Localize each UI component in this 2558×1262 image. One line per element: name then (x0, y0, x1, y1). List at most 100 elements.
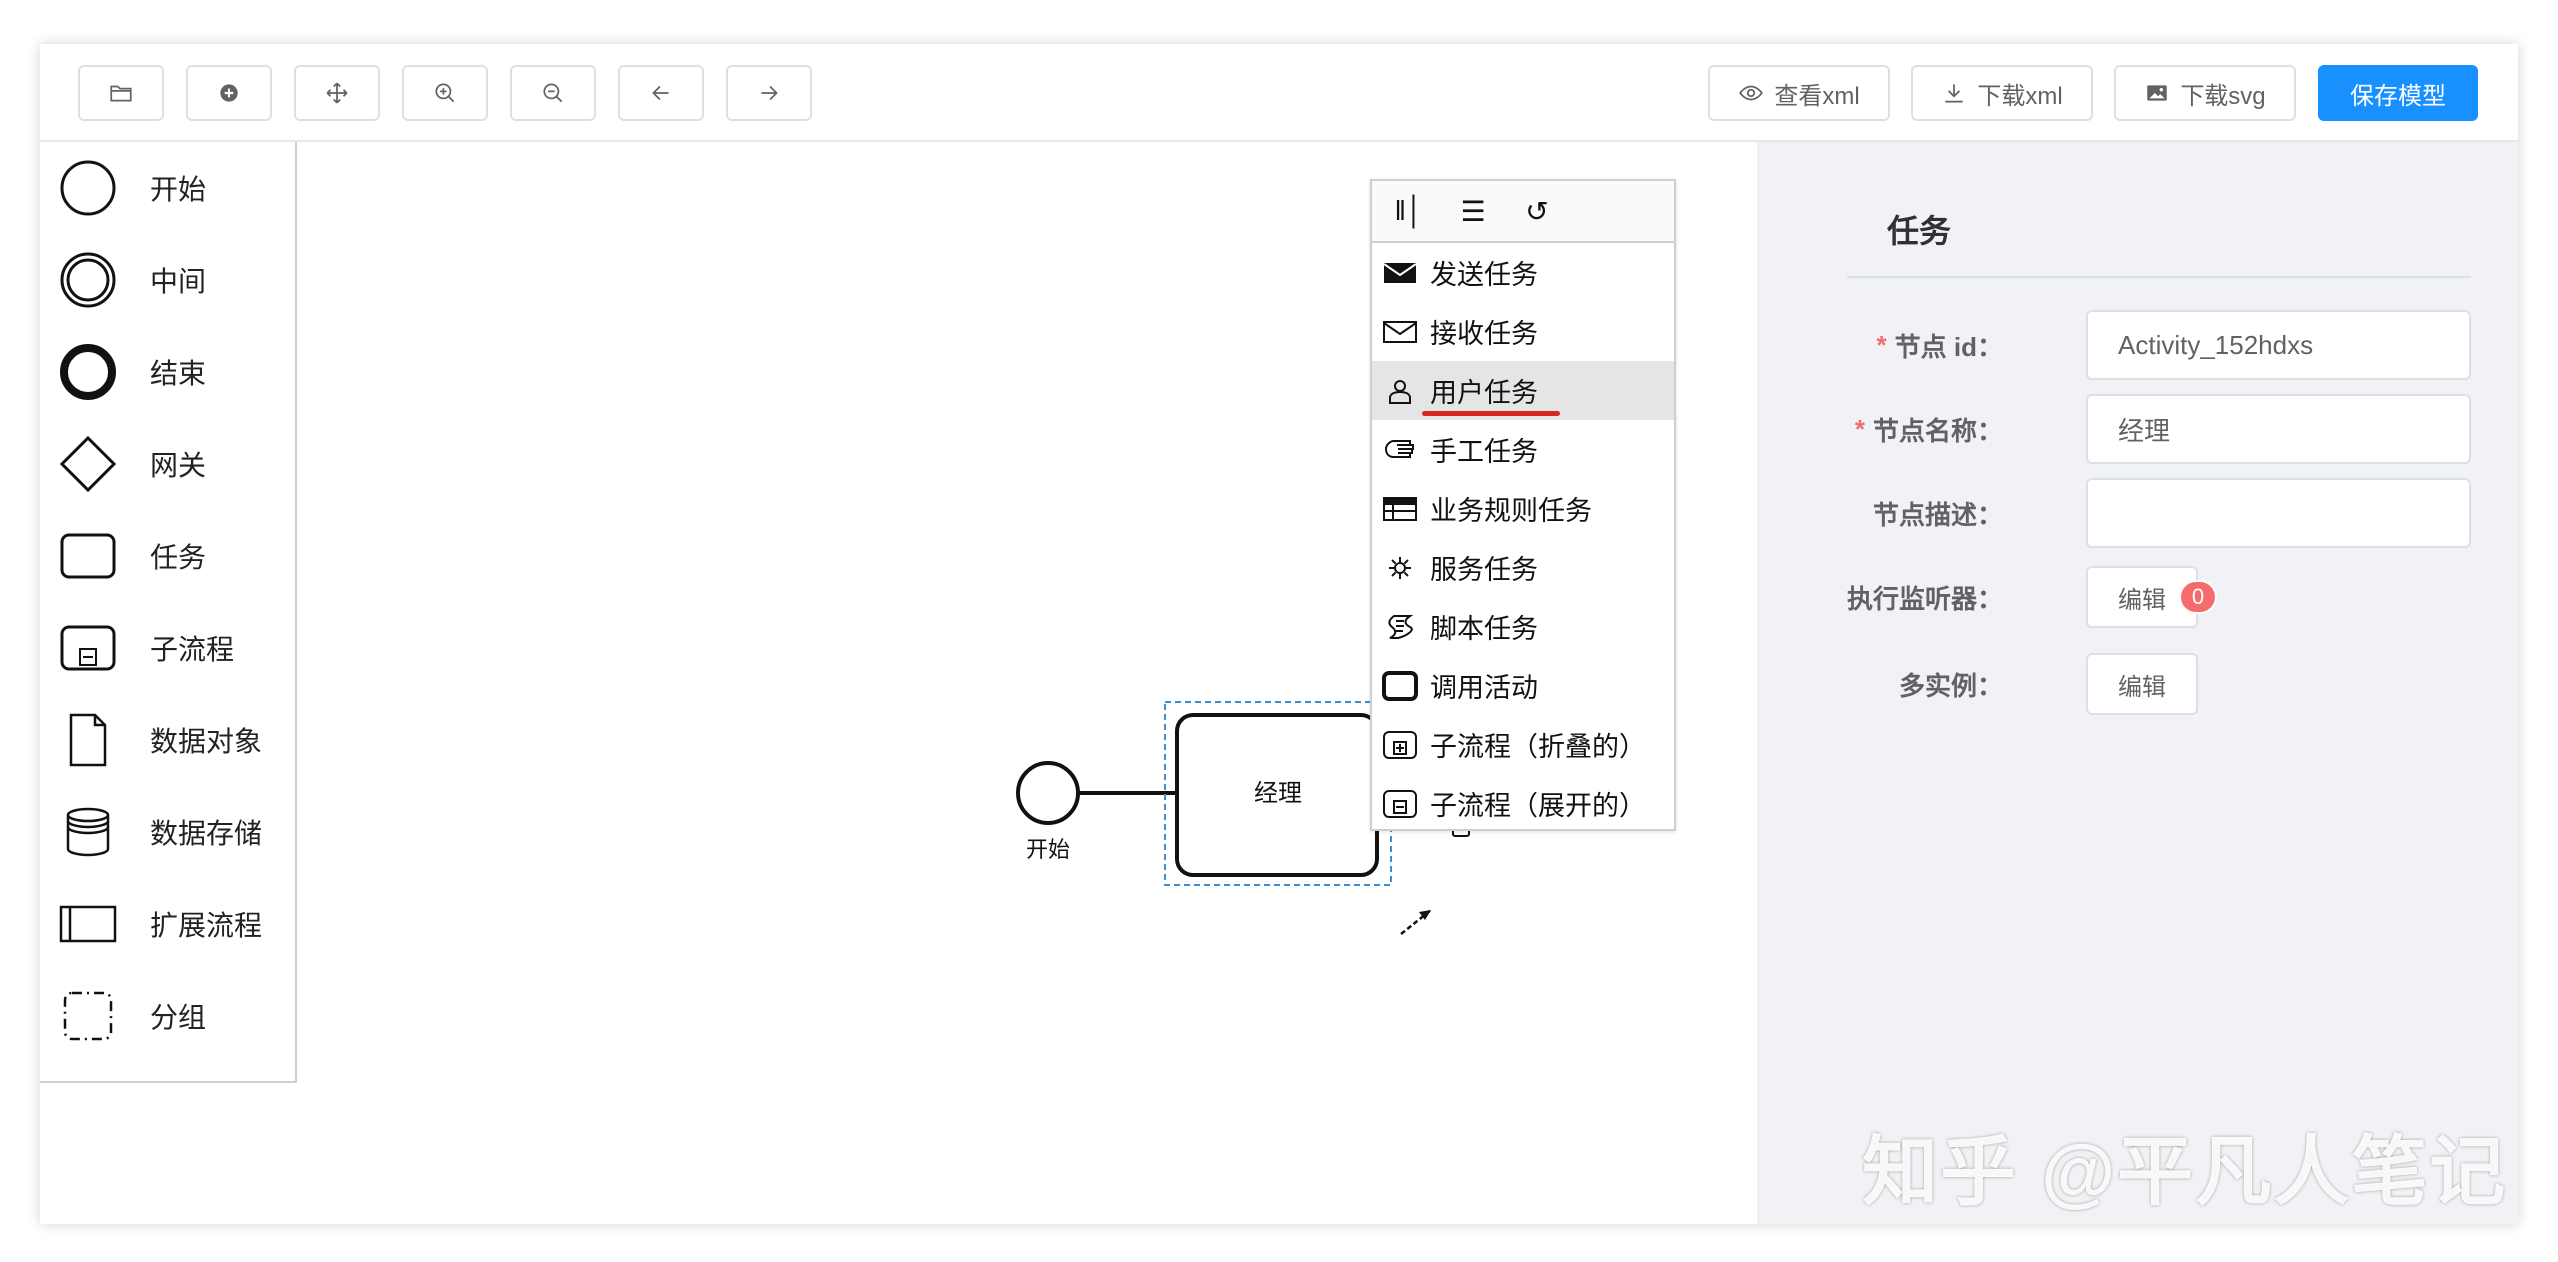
user-task-icon (1389, 379, 1411, 404)
download-svg-label: 下载svg (2180, 82, 2266, 110)
multi-instance-label: 多实例： (1898, 670, 2003, 701)
group-icon (63, 991, 113, 1041)
listener-count-badge: 0 (2179, 580, 2217, 614)
palette-label: 分组 (150, 1002, 207, 1033)
node-desc-row: 节点描述： (1757, 478, 2518, 548)
palette-label: 子流程 (150, 634, 235, 665)
expanded-subprocess-icon (1383, 789, 1417, 818)
replace-user-task[interactable]: 用户任务 (1372, 361, 1674, 420)
download-xml-button[interactable]: 下载xml (1911, 65, 2093, 121)
palette-label: 开始 (150, 174, 207, 205)
replace-business-rule-task[interactable]: 业务规则任务 (1372, 479, 1674, 538)
task-label: 经理 (1254, 780, 1302, 807)
distribute-icon[interactable]: ☰ (1460, 195, 1486, 227)
redo-arrow-icon (761, 85, 778, 101)
replace-menu: ‖│ ☰ ↺ 发送任务 接收任务 用户任务 手工任务 业务规则任务 服务任务 (1370, 179, 1676, 831)
data-store-icon (66, 807, 110, 857)
app-window: 查看xml 下载xml 下载svg 保存模型 开始 中间 结束 网关 (40, 44, 2518, 1224)
replace-item-label: 用户任务 (1430, 378, 1538, 408)
move-icon (326, 82, 348, 104)
collapsed-subprocess-icon (1383, 730, 1417, 759)
required-mark: * (1876, 329, 1887, 360)
replace-collapsed-subprocess[interactable]: 子流程（折叠的） (1372, 715, 1674, 774)
listener-row: 执行监听器： 编辑 0 (1757, 562, 2518, 632)
replace-receive-task[interactable]: 接收任务 (1372, 302, 1674, 361)
replace-item-label: 接收任务 (1430, 319, 1538, 349)
download-svg-button[interactable]: 下载svg (2114, 65, 2296, 121)
palette-item-data-object[interactable]: 数据对象 (40, 694, 297, 786)
pool-icon (59, 905, 117, 943)
palette-label: 中间 (150, 266, 207, 297)
replace-script-task[interactable]: 脚本任务 (1372, 597, 1674, 656)
plus-circle-icon (220, 84, 238, 102)
palette-label: 结束 (150, 358, 207, 389)
subprocess-icon (60, 625, 116, 671)
palette-item-subprocess[interactable]: 子流程 (40, 602, 297, 694)
multi-instance-edit-button[interactable]: 编辑 (2086, 653, 2198, 715)
task-icon (60, 533, 116, 579)
palette-item-intermediate[interactable]: 中间 (40, 234, 297, 326)
eye-icon (1739, 85, 1764, 101)
node-name-input[interactable]: 经理 (2086, 394, 2471, 464)
palette-item-pool[interactable]: 扩展流程 (40, 878, 297, 970)
replace-send-task[interactable]: 发送任务 (1372, 243, 1674, 302)
view-xml-label: 查看xml (1774, 82, 1860, 110)
node-id-row: *节点 id： Activity_152hdxs (1757, 310, 2518, 380)
replace-item-label: 手工任务 (1430, 437, 1538, 467)
palette-item-task[interactable]: 任务 (40, 510, 297, 602)
element-palette: 开始 中间 结束 网关 任务 子流程 数据对象 数据存储 (40, 142, 297, 1083)
call-activity-icon (1382, 670, 1418, 701)
open-file-button[interactable] (78, 65, 164, 121)
zoom-out-button[interactable] (510, 65, 596, 121)
palette-item-gateway[interactable]: 网关 (40, 418, 297, 510)
replace-item-label: 业务规则任务 (1430, 496, 1592, 526)
data-object-icon (69, 713, 107, 767)
image-icon (2147, 85, 2168, 101)
end-event-icon (60, 344, 116, 400)
replace-service-task[interactable]: 服务任务 (1372, 538, 1674, 597)
palette-item-group[interactable]: 分组 (40, 970, 297, 1062)
replace-item-label: 调用活动 (1430, 673, 1538, 703)
fit-view-button[interactable] (294, 65, 380, 121)
gateway-icon (59, 435, 117, 493)
folder-open-icon (110, 85, 132, 102)
zoom-in-icon (435, 83, 455, 103)
undo-arrow-icon (652, 85, 669, 101)
intermediate-event-icon (60, 252, 116, 308)
palette-item-start[interactable]: 开始 (40, 142, 297, 234)
zoom-out-icon (543, 83, 563, 103)
undo-button[interactable] (618, 65, 704, 121)
align-icon[interactable]: ‖│ (1394, 195, 1424, 226)
business-rule-task-icon (1383, 496, 1417, 521)
toolbar: 查看xml 下载xml 下载svg 保存模型 (40, 44, 2518, 142)
zoom-in-button[interactable] (402, 65, 488, 121)
listener-label: 执行监听器： (1846, 583, 2003, 614)
palette-item-data-store[interactable]: 数据存储 (40, 786, 297, 878)
save-model-button[interactable]: 保存模型 (2318, 65, 2478, 121)
rotate-icon[interactable]: ↺ (1525, 195, 1549, 227)
replace-call-activity[interactable]: 调用活动 (1372, 656, 1674, 715)
replace-item-label: 服务任务 (1430, 555, 1538, 585)
download-xml-label: 下载xml (1977, 82, 2063, 110)
script-task-icon (1388, 614, 1414, 639)
palette-item-end[interactable]: 结束 (40, 326, 297, 418)
palette-label: 数据对象 (150, 726, 263, 757)
properties-title: 任务 (1887, 213, 1952, 249)
node-id-input[interactable]: Activity_152hdxs (2086, 310, 2471, 380)
download-icon (1945, 84, 1963, 103)
start-event-shape[interactable] (1016, 761, 1080, 825)
replace-item-label: 脚本任务 (1430, 614, 1538, 644)
palette-label: 任务 (150, 542, 207, 573)
redo-button[interactable] (726, 65, 812, 121)
node-desc-input[interactable] (2086, 478, 2471, 548)
view-xml-button[interactable]: 查看xml (1708, 65, 1890, 121)
start-event-label: 开始 (1025, 837, 1070, 862)
replace-item-label: 子流程（展开的） (1430, 791, 1646, 821)
replace-menu-header: ‖│ ☰ ↺ (1372, 181, 1674, 243)
replace-expanded-subprocess[interactable]: 子流程（展开的） (1372, 774, 1674, 833)
properties-panel: 任务 *节点 id： Activity_152hdxs *节点名称： 经理 节点… (1757, 142, 2518, 1224)
create-new-button[interactable] (186, 65, 272, 121)
replace-manual-task[interactable]: 手工任务 (1372, 420, 1674, 479)
required-mark: * (1854, 413, 1865, 444)
highlight-underline (1422, 411, 1560, 416)
